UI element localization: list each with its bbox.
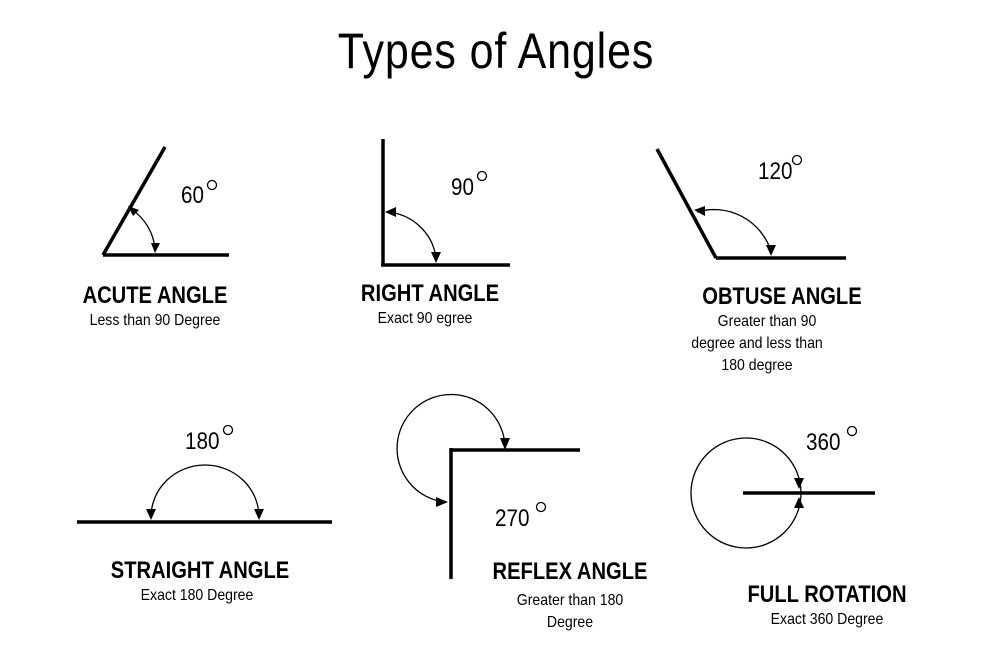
right-angle-caption: RIGHT ANGLE Exact 90 egree <box>330 280 530 330</box>
right-arrowhead-left <box>385 207 396 217</box>
obtuse-rotated-ray <box>655 148 718 259</box>
reflex-angle-caption: REFLEX ANGLE Greater than 180 Degree <box>460 558 680 634</box>
reflex-degree-symbol <box>535 501 547 513</box>
obtuse-arc <box>696 208 772 252</box>
reflex-arrowhead-right <box>500 438 510 450</box>
acute-angle-caption: ACUTE ANGLE Less than 90 Degree <box>55 282 255 332</box>
full-rotation-description: Exact 360 Degree <box>770 611 884 628</box>
acute-angle-name: ACUTE ANGLE <box>82 282 228 309</box>
right-angle-value: 90 <box>451 174 474 201</box>
right-degree-symbol <box>476 170 488 182</box>
full-rotation-name: FULL ROTATION <box>747 581 907 608</box>
full-rotation-circle <box>690 437 802 549</box>
obtuse-angle-description-line-1: Greater than 90 <box>717 313 817 330</box>
straight-angle-name: STRAIGHT ANGLE <box>110 557 290 584</box>
right-angle-figure <box>381 139 510 267</box>
right-angle-name: RIGHT ANGLE <box>360 280 500 307</box>
acute-arrowhead-bottom <box>151 243 160 253</box>
straight-angle-caption: STRAIGHT ANGLE Exact 180 Degree <box>85 557 315 607</box>
acute-rotated-ray <box>101 146 167 256</box>
acute-arrowhead-top <box>128 206 139 216</box>
acute-angle-description: Less than 90 Degree <box>89 312 221 329</box>
obtuse-angle-value: 120 <box>758 158 793 185</box>
straight-arc <box>150 464 260 518</box>
straight-angle-value: 180 <box>185 428 220 455</box>
full-rotation-arrowhead-bottom <box>794 497 804 508</box>
right-arc <box>386 211 437 259</box>
straight-arrowhead-right <box>254 509 264 520</box>
full-rotation-arrowhead-top <box>794 478 804 489</box>
reflex-angle-description-line-2: Degree <box>546 614 594 631</box>
right-angle-description: Exact 90 egree <box>377 310 473 327</box>
obtuse-angle-caption: OBTUSE ANGLE Greater than 90 degree and … <box>667 283 897 377</box>
reflex-angle-figure <box>396 393 580 579</box>
right-arrowhead-bottom <box>431 252 441 263</box>
straight-angle-figure <box>77 424 332 524</box>
obtuse-angle-description-line-2: degree and less than <box>691 335 823 352</box>
acute-angle-figure <box>101 146 229 257</box>
acute-angle-value: 60 <box>181 182 204 209</box>
obtuse-angle-description-line-3: 180 degree <box>721 357 793 374</box>
full-rotation-degree-symbol <box>846 425 858 437</box>
full-rotation-figure <box>690 425 875 549</box>
obtuse-arrowhead-left <box>694 206 705 216</box>
straight-angle-description: Exact 180 Degree <box>140 587 254 604</box>
straight-degree-symbol <box>222 424 234 436</box>
reflex-arrowhead-bottom <box>436 497 448 507</box>
acute-degree-symbol <box>206 179 218 191</box>
page-title: Types of Angles <box>337 23 655 79</box>
reflex-angle-value: 270 <box>495 505 530 532</box>
reflex-angle-description-line-1: Greater than 180 <box>516 592 624 609</box>
full-rotation-value: 360 <box>806 429 841 456</box>
full-rotation-caption: FULL ROTATION Exact 360 Degree <box>712 581 942 631</box>
obtuse-angle-figure <box>655 148 846 260</box>
obtuse-arrowhead-bottom <box>766 245 776 256</box>
obtuse-degree-symbol <box>791 154 803 166</box>
acute-arc <box>130 208 156 249</box>
reflex-arc <box>396 393 506 503</box>
obtuse-angle-name: OBTUSE ANGLE <box>702 283 862 310</box>
straight-arrowhead-left <box>146 509 156 520</box>
reflex-angle-name: REFLEX ANGLE <box>492 558 648 585</box>
